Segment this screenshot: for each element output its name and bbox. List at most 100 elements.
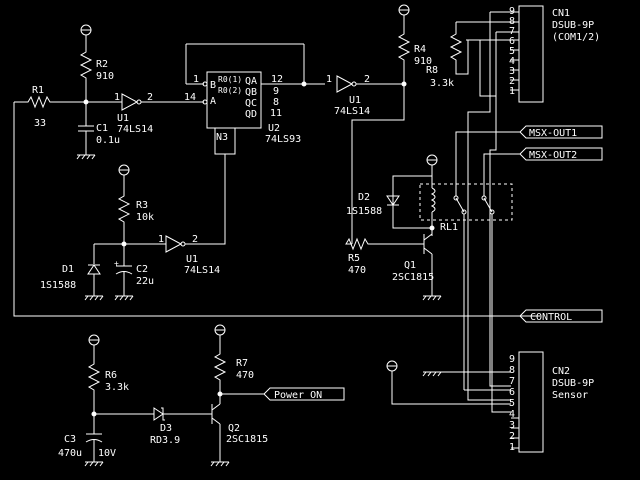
u2-value: 74LS93	[265, 134, 301, 145]
q2-label: Q2	[228, 423, 240, 434]
cn1-pin-1: 1	[509, 86, 515, 97]
d1-diode: D1 1S1588	[40, 243, 166, 301]
r6-value: 3.3k	[105, 382, 129, 393]
cn1-connector: 9 8 7 6 5 4 3 2 1 CN1 DSUB-9P (COM1/2)	[466, 5, 600, 103]
d2-diode: D2 1S1588	[346, 154, 438, 229]
u2-pin-qd: QD	[245, 109, 257, 120]
r7-value: 470	[236, 370, 254, 381]
cn2-label: CN2	[552, 366, 570, 377]
cn1-type: DSUB-9P	[552, 20, 594, 31]
d3-value: RD3.9	[150, 435, 180, 446]
r1-resistor: R1 33	[13, 85, 540, 317]
r3-label: R3	[136, 200, 148, 211]
c1-capacitor: C1 0.1u	[76, 102, 120, 160]
msx-out1-label: MSX-OUT1	[529, 128, 577, 139]
c2-label: C2	[136, 264, 148, 275]
u1a-label: U1	[117, 113, 129, 124]
cn2-pin-5: 5	[509, 398, 515, 409]
r4-value: 910	[414, 56, 432, 67]
q2-transistor: Q2 2SC1815	[210, 394, 268, 467]
r4-label: R4	[414, 44, 426, 55]
u2-r02: R0(2)	[218, 86, 242, 95]
cn1-pin-4: 4	[509, 56, 515, 67]
cn2-pin-6: 6	[509, 387, 515, 398]
r1-value: 33	[34, 118, 46, 129]
r4-resistor: R4 910	[397, 4, 432, 84]
u1b-pin-in: 1	[326, 74, 332, 85]
c2-value: 22u	[136, 276, 154, 287]
u1a-pin-out: 2	[147, 92, 153, 103]
u2-pin-qb: QB	[245, 87, 257, 98]
u1a-value: 74LS14	[117, 124, 153, 135]
r3-resistor: R3 10k	[117, 164, 154, 244]
u1c-pin-out: 2	[192, 234, 198, 245]
u2-pin-8: 8	[273, 97, 279, 108]
cn1-pin-5: 5	[509, 46, 515, 57]
d2-value: 1S1588	[346, 206, 382, 217]
u2-pin-9: 9	[273, 86, 279, 97]
d3-zener: D3 RD3.9	[94, 407, 212, 446]
u2-pin-14: 14	[184, 92, 196, 103]
cn1-pin-3: 3	[509, 66, 515, 77]
d1-label: D1	[62, 264, 74, 275]
cn2-type: DSUB-9P	[552, 378, 594, 389]
r5-label: R5	[348, 253, 360, 264]
u1a-inverter: 1 2 U1 74LS14	[86, 92, 204, 135]
cn2-pin-8: 8	[509, 365, 515, 376]
u1c-pin-in: 1	[158, 234, 164, 245]
net-msx-out1: MSX-OUT1	[519, 125, 603, 139]
cn2-note: Sensor	[552, 390, 588, 401]
u2-pin-qa: QA	[245, 76, 257, 87]
cn1-pin-2: 2	[509, 76, 515, 87]
u1b-pin-out: 2	[364, 74, 370, 85]
c1-label: C1	[96, 123, 108, 134]
u2-pin-12: 12	[271, 74, 283, 85]
q1-label: Q1	[404, 260, 416, 271]
u2-r01: R0(1)	[218, 75, 242, 84]
d1-value: 1S1588	[40, 280, 76, 291]
r6-resistor: R6 3.3k	[87, 334, 129, 414]
q1-transistor: Q1 2SC1815	[392, 233, 442, 301]
rl1-label: RL1	[440, 222, 458, 233]
u2-pin-1: 1	[193, 74, 199, 85]
r7-label: R7	[236, 358, 248, 369]
u2-pin-qc: QC	[245, 98, 257, 109]
net-power-on: Power ON	[220, 387, 345, 401]
cn1-pin-6: 6	[509, 36, 515, 47]
r5-value: 470	[348, 265, 366, 276]
r8-label: R8	[426, 65, 438, 76]
q2-value: 2SC1815	[226, 434, 268, 445]
r3-value: 10k	[136, 212, 154, 223]
u1b-value: 74LS14	[334, 106, 370, 117]
r7-resistor: R7 470	[213, 324, 254, 394]
u2-counter-ic: 1 14 B A R0(1) R0(2) QA QB QC QD 12 9 8 …	[184, 43, 325, 155]
c3-capacitor: C3 470u 10V	[58, 414, 116, 467]
u2-bottom-label: N3	[216, 132, 228, 143]
r2-value: 910	[96, 71, 114, 82]
u2-pin-b: B	[210, 80, 216, 91]
r1-label: R1	[32, 85, 44, 96]
r5-resistor: R5 470	[345, 237, 424, 276]
u1a-pin-in: 1	[114, 92, 120, 103]
u1c-inverter: 1 2 U1 74LS14	[158, 154, 226, 276]
u1c-value: 74LS14	[184, 265, 220, 276]
r8-value: 3.3k	[430, 78, 454, 89]
svg-text:+: +	[114, 259, 119, 268]
msx-out2-label: MSX-OUT2	[529, 150, 577, 161]
c3-value: 470u	[58, 448, 82, 459]
cn2-pin-4: 4	[509, 409, 515, 420]
cn1-label: CN1	[552, 8, 570, 19]
u2-pin-a: A	[210, 96, 216, 107]
c3-label: C3	[64, 434, 76, 445]
r6-label: R6	[105, 370, 117, 381]
cn2-pin-3: 3	[509, 420, 515, 431]
cn2-connector: 9 8 7 6 5 4 3 2 1 CN2 DSUB-9P Sensor	[509, 351, 594, 453]
u1b-inverter: 1 2 U1 74LS14	[326, 74, 404, 117]
control-label: CONTROL	[530, 312, 572, 323]
q1-value: 2SC1815	[392, 272, 434, 283]
c1-value: 0.1u	[96, 135, 120, 146]
cn2-pin-9: 9	[509, 354, 515, 365]
cn2-pin-2: 2	[509, 431, 515, 442]
u1c-label: U1	[186, 254, 198, 265]
